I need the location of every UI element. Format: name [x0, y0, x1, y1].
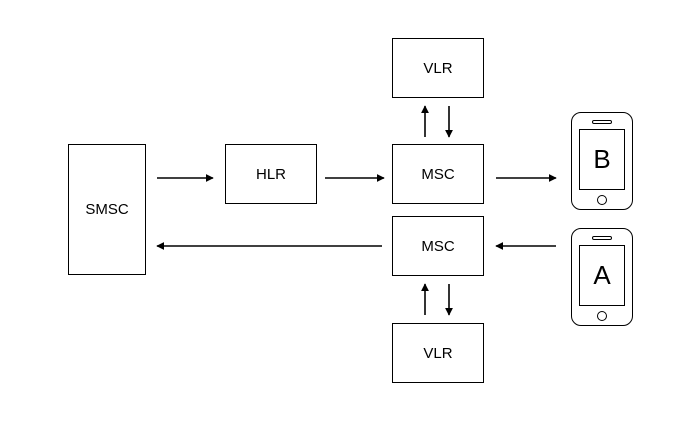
- vlr-bottom-label: VLR: [423, 344, 453, 362]
- vlr-node-bottom: VLR: [392, 323, 484, 383]
- msc-node-top: MSC: [392, 144, 484, 204]
- vlr-top-label: VLR: [423, 59, 453, 77]
- hlr-label: HLR: [255, 165, 286, 183]
- phone-speaker: [592, 120, 612, 124]
- hlr-node: HLR: [225, 144, 317, 204]
- phone-b-icon: B: [571, 112, 633, 210]
- phone-a-label: A: [593, 260, 611, 290]
- phone-a-icon: A: [571, 228, 633, 326]
- phone-b-label: B: [593, 144, 611, 174]
- msc-top-label: MSC: [421, 165, 455, 183]
- phone-speaker: [592, 236, 612, 240]
- phone-home-button: [597, 195, 607, 205]
- msc-bottom-label: MSC: [421, 237, 455, 255]
- smsc-node: SMSC: [68, 144, 146, 275]
- phone-screen: A: [579, 245, 625, 306]
- phone-screen: B: [579, 129, 625, 190]
- msc-node-bottom: MSC: [392, 216, 484, 276]
- phone-home-button: [597, 311, 607, 321]
- smsc-label: SMSC: [85, 201, 129, 218]
- vlr-node-top: VLR: [392, 38, 484, 98]
